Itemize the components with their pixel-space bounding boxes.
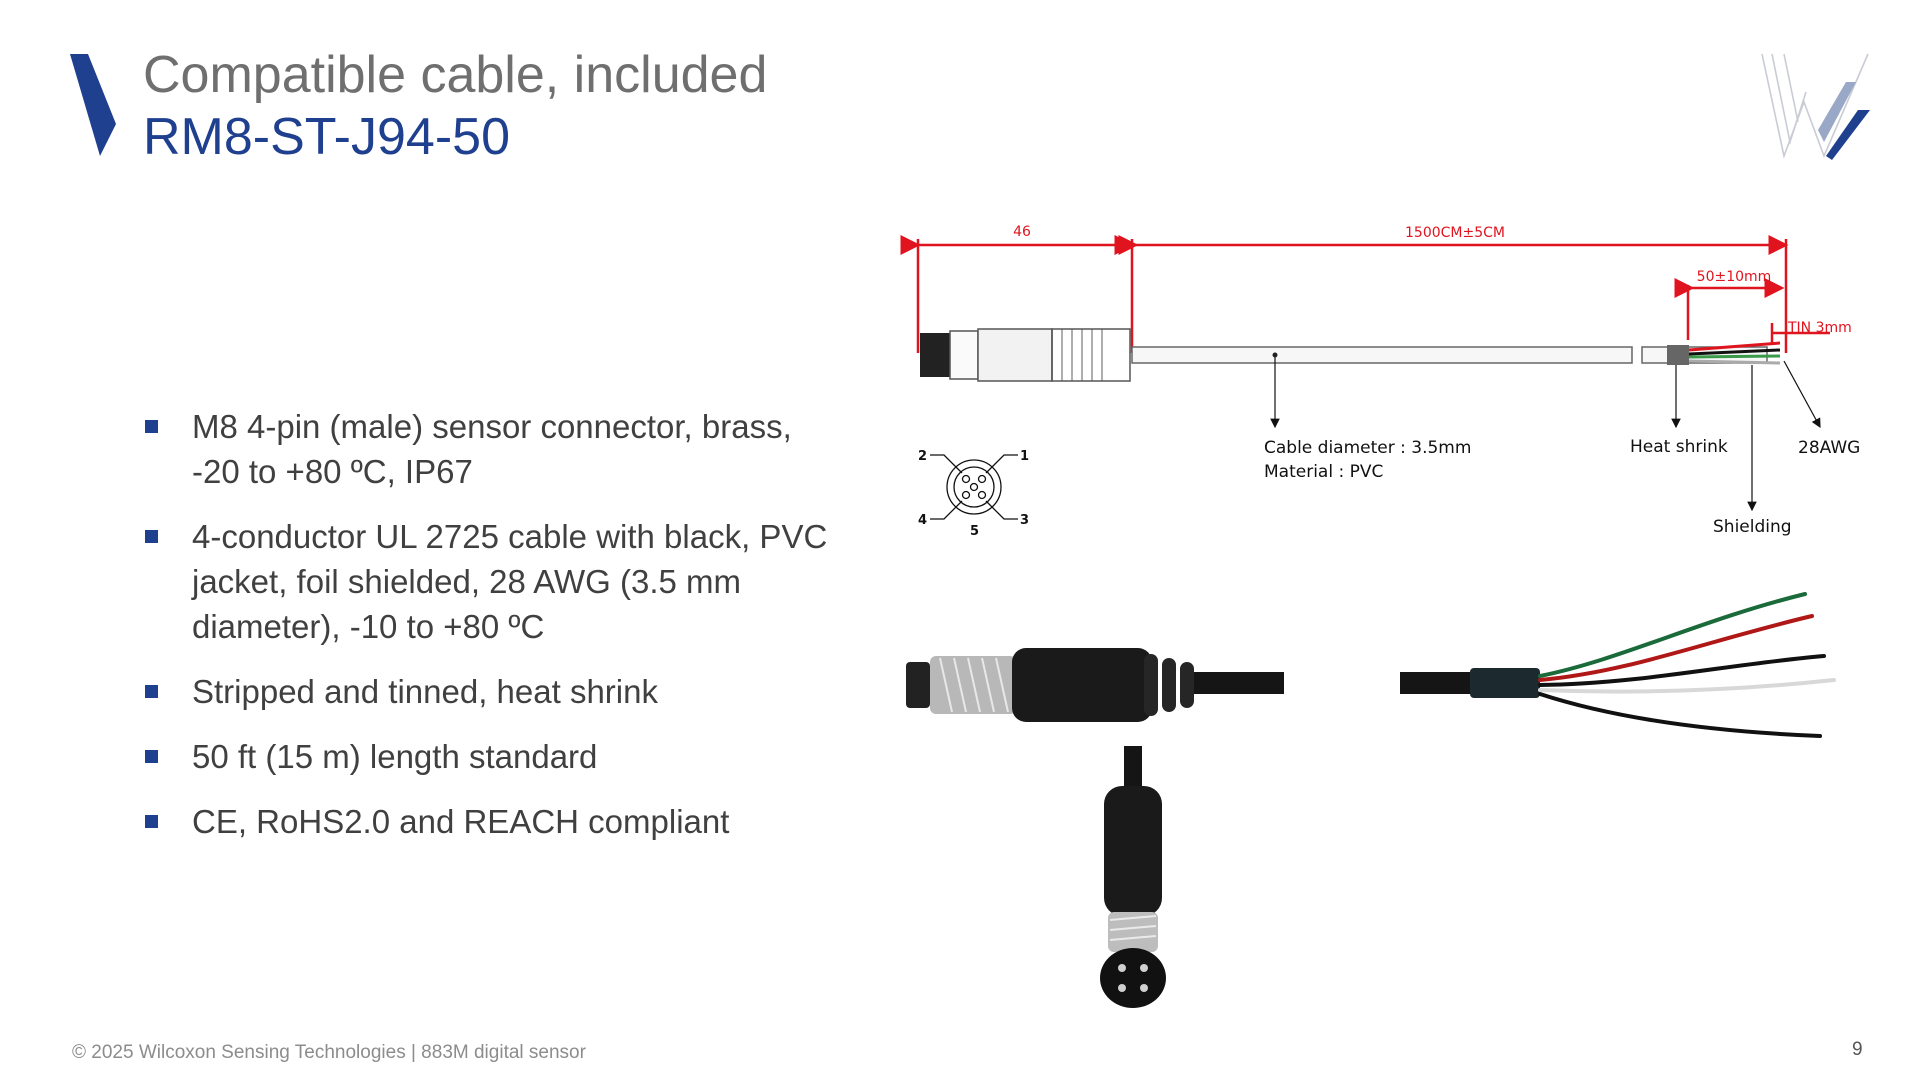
list-item: 50 ft (15 m) length standard xyxy=(145,734,845,779)
wilcoxon-logo-icon xyxy=(1761,53,1870,160)
stripped-cable-photo-icon xyxy=(1400,592,1836,738)
bullet-text: Stripped and tinned, heat shrink xyxy=(192,673,658,710)
awg-label: 28AWG xyxy=(1798,438,1860,458)
list-item: 4-conductor UL 2725 cable with black, PV… xyxy=(145,514,845,649)
pin-3-label: 3 xyxy=(1020,513,1029,528)
footer-text: © 2025 Wilcoxon Sensing Technologies | 8… xyxy=(72,1042,586,1063)
cable-drawing: 46 1500CM±5CM 50±10mm TIN 3mm Cable diam… xyxy=(900,224,1860,539)
connector-drawing-icon xyxy=(920,328,1131,382)
square-bullet-icon xyxy=(145,685,158,698)
list-item: Stripped and tinned, heat shrink xyxy=(145,669,845,714)
dim-tin-label: TIN 3mm xyxy=(1787,320,1852,336)
bullet-text: 50 ft (15 m) length standard xyxy=(192,738,598,775)
pin-5-label: 5 xyxy=(970,524,979,539)
heat-shrink-label: Heat shrink xyxy=(1630,437,1728,457)
slide-subtitle: RM8-ST-J94-50 xyxy=(143,108,510,166)
slide-title: Compatible cable, included xyxy=(143,46,768,104)
dimension-lines xyxy=(900,235,1830,353)
pin-2-label: 2 xyxy=(918,449,927,464)
cable-diameter-label: Cable diameter : 3.5mm xyxy=(1264,438,1471,458)
dim-strip-label: 50±10mm xyxy=(1697,269,1772,285)
square-bullet-icon xyxy=(145,420,158,433)
list-item: M8 4-pin (male) sensor connector, brass,… xyxy=(145,404,845,494)
feature-list: M8 4-pin (male) sensor connector, brass,… xyxy=(145,404,845,864)
wires-icon xyxy=(1688,341,1781,365)
pinout-diagram-icon xyxy=(930,454,1018,520)
bullet-text: 4-conductor UL 2725 cable with black, PV… xyxy=(192,518,828,645)
shielding-label: Shielding xyxy=(1713,517,1792,537)
bullet-text: CE, RoHS2.0 and REACH compliant xyxy=(192,803,730,840)
square-bullet-icon xyxy=(145,815,158,828)
page-number: 9 xyxy=(1852,1039,1863,1060)
connector-face-photo-icon xyxy=(1100,746,1166,1008)
cable-photos xyxy=(906,592,1836,1008)
accent-bar-icon xyxy=(70,54,116,156)
connector-photo-icon xyxy=(906,648,1284,722)
bullet-text: M8 4-pin (male) sensor connector, brass,… xyxy=(192,408,792,490)
material-label: Material : PVC xyxy=(1264,462,1383,482)
square-bullet-icon xyxy=(145,530,158,543)
dim-connector-label: 46 xyxy=(1013,224,1031,240)
pin-4-label: 4 xyxy=(918,513,927,528)
dim-length-label: 1500CM±5CM xyxy=(1405,225,1505,241)
pin-1-label: 1 xyxy=(1020,449,1029,464)
list-item: CE, RoHS2.0 and REACH compliant xyxy=(145,799,845,844)
square-bullet-icon xyxy=(145,750,158,763)
